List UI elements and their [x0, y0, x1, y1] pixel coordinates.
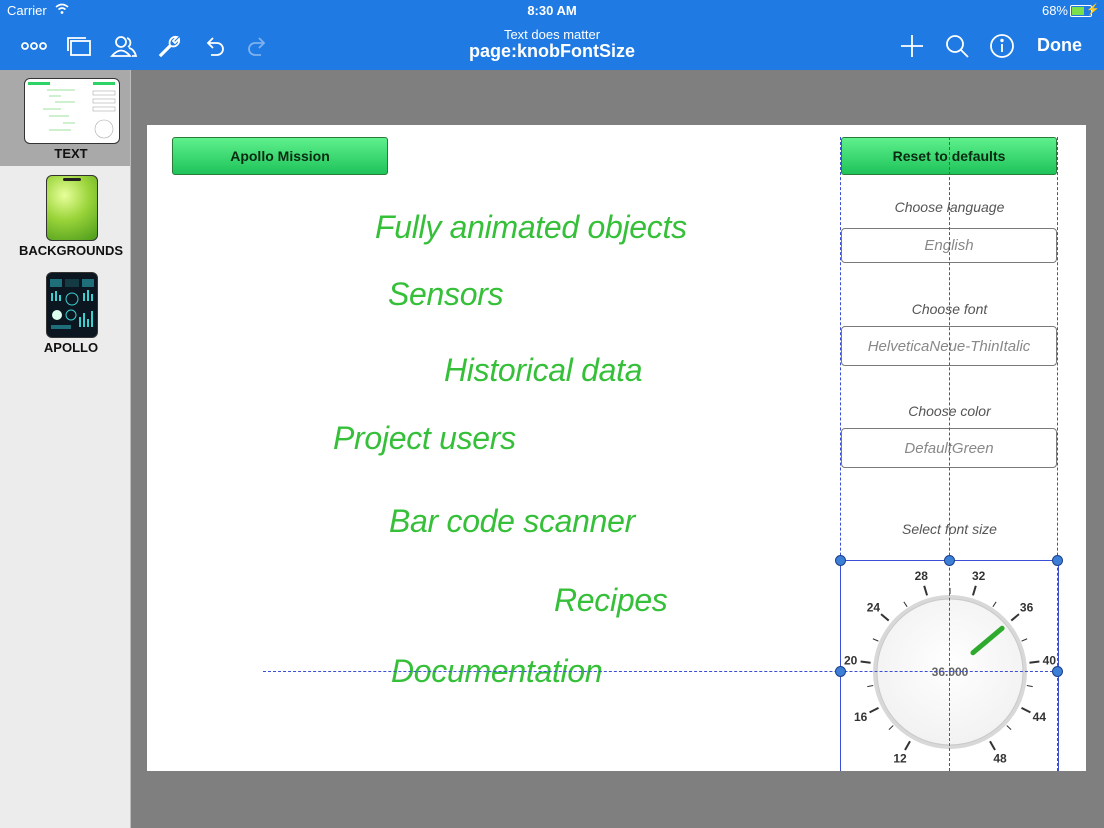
battery-fill — [1072, 7, 1084, 15]
sidebar-item-label: TEXT — [54, 146, 88, 161]
knob-minor-tick — [992, 601, 997, 608]
sidebar-item-apollo[interactable]: APOLLO — [0, 264, 130, 360]
knob-tick-label: 40 — [1043, 653, 1057, 667]
resize-handle-middle-right[interactable] — [1052, 666, 1063, 677]
sidebar-item-label: BACKGROUNDS — [19, 243, 123, 258]
knob-tick-label: 16 — [854, 710, 868, 724]
page-canvas[interactable]: Apollo Mission Reset to defaults Fully a… — [147, 125, 1086, 771]
backgrounds-page-thumbnail — [46, 175, 98, 241]
knob-tick-label: 12 — [893, 752, 907, 766]
knob-tick-label: 48 — [993, 752, 1007, 766]
knob-minor-tick — [1021, 638, 1028, 642]
knob-major-tick — [880, 613, 890, 622]
guide-line-horizontal — [263, 671, 1058, 672]
knob-tick-label: 44 — [1033, 710, 1047, 724]
carrier-label: Carrier — [7, 3, 47, 18]
guide-line-right — [1057, 137, 1058, 771]
knob-minor-tick — [1026, 685, 1033, 688]
knob-face — [876, 598, 1024, 746]
knob-major-tick — [869, 707, 879, 714]
text-page-thumbnail — [24, 78, 120, 144]
knob-minor-tick — [888, 725, 894, 731]
knob-tick-label: 32 — [972, 569, 986, 583]
knob-tick-label: 20 — [844, 653, 858, 667]
resize-handle-middle-left[interactable] — [835, 666, 846, 677]
resize-handle-top-center[interactable] — [944, 555, 955, 566]
battery-percent: 68% — [1041, 3, 1068, 18]
feature-text-project-users[interactable]: Project users — [333, 420, 516, 456]
resize-handle-top-right[interactable] — [1052, 555, 1063, 566]
knob-minor-tick — [867, 685, 874, 688]
knob-major-tick — [1021, 707, 1031, 714]
knob-tick-label: 36 — [1020, 601, 1034, 615]
apollo-mission-button[interactable]: Apollo Mission — [172, 137, 388, 175]
info-icon[interactable] — [986, 30, 1018, 62]
font-size-knob[interactable]: 12 16 20 24 28 32 36 40 44 48 36.000 — [841, 561, 1059, 771]
knob-major-tick — [904, 740, 911, 751]
sidebar-item-backgrounds[interactable]: BACKGROUNDS — [0, 167, 130, 263]
resize-handle-top-left[interactable] — [835, 555, 846, 566]
knob-minor-tick — [903, 601, 908, 608]
clock: 8:30 AM — [527, 3, 577, 18]
knob-minor-tick — [1006, 725, 1012, 731]
guide-line-center — [949, 137, 950, 771]
sidebar-item-label: APOLLO — [43, 340, 99, 355]
feature-text-recipes[interactable]: Recipes — [554, 582, 668, 618]
add-icon[interactable] — [896, 30, 928, 62]
apollo-page-thumbnail — [46, 272, 98, 338]
done-button[interactable]: Done — [1037, 35, 1082, 55]
sidebar-item-text[interactable]: TEXT — [0, 70, 130, 166]
knob-major-tick — [1029, 660, 1040, 664]
charging-icon: ⚡ — [1086, 4, 1100, 16]
search-icon[interactable] — [941, 30, 973, 62]
toolbar: Text does matter page:knobFontSize Done — [0, 22, 1104, 70]
users-icon[interactable] — [108, 30, 140, 62]
document-title: Text does matter — [503, 27, 601, 42]
more-icon[interactable] — [18, 30, 50, 62]
battery-icon — [1070, 5, 1092, 17]
knob-major-tick — [989, 740, 996, 751]
guide-line-left — [840, 137, 841, 771]
page-sidebar: TEXT BACKGROUNDS APOLLO — [0, 70, 131, 828]
knob-minor-tick — [872, 638, 879, 642]
status-bar: Carrier 8:30 AM 68% ⚡ — [0, 0, 1104, 22]
knob-tick-label: 28 — [915, 569, 929, 583]
feature-text-animated-objects[interactable]: Fully animated objects — [375, 209, 687, 245]
knob-major-tick — [860, 660, 871, 664]
feature-text-bar-code-scanner[interactable]: Bar code scanner — [389, 503, 636, 539]
redo-icon[interactable] — [242, 30, 274, 62]
wrench-icon[interactable] — [153, 30, 185, 62]
knob-value: 36.000 — [932, 665, 969, 679]
wifi-icon — [55, 3, 69, 18]
knob-major-tick — [971, 585, 977, 596]
feature-text-sensors[interactable]: Sensors — [388, 276, 504, 312]
knob-tick-label: 24 — [867, 601, 881, 615]
knob-major-tick — [923, 585, 929, 596]
knob-major-tick — [1010, 613, 1020, 622]
page-title: page:knobFontSize — [469, 41, 635, 61]
feature-text-historical-data[interactable]: Historical data — [444, 352, 643, 388]
selection-frame — [840, 560, 1059, 771]
undo-icon[interactable] — [198, 30, 230, 62]
pages-icon[interactable] — [63, 30, 95, 62]
knob-needle — [970, 625, 1005, 656]
